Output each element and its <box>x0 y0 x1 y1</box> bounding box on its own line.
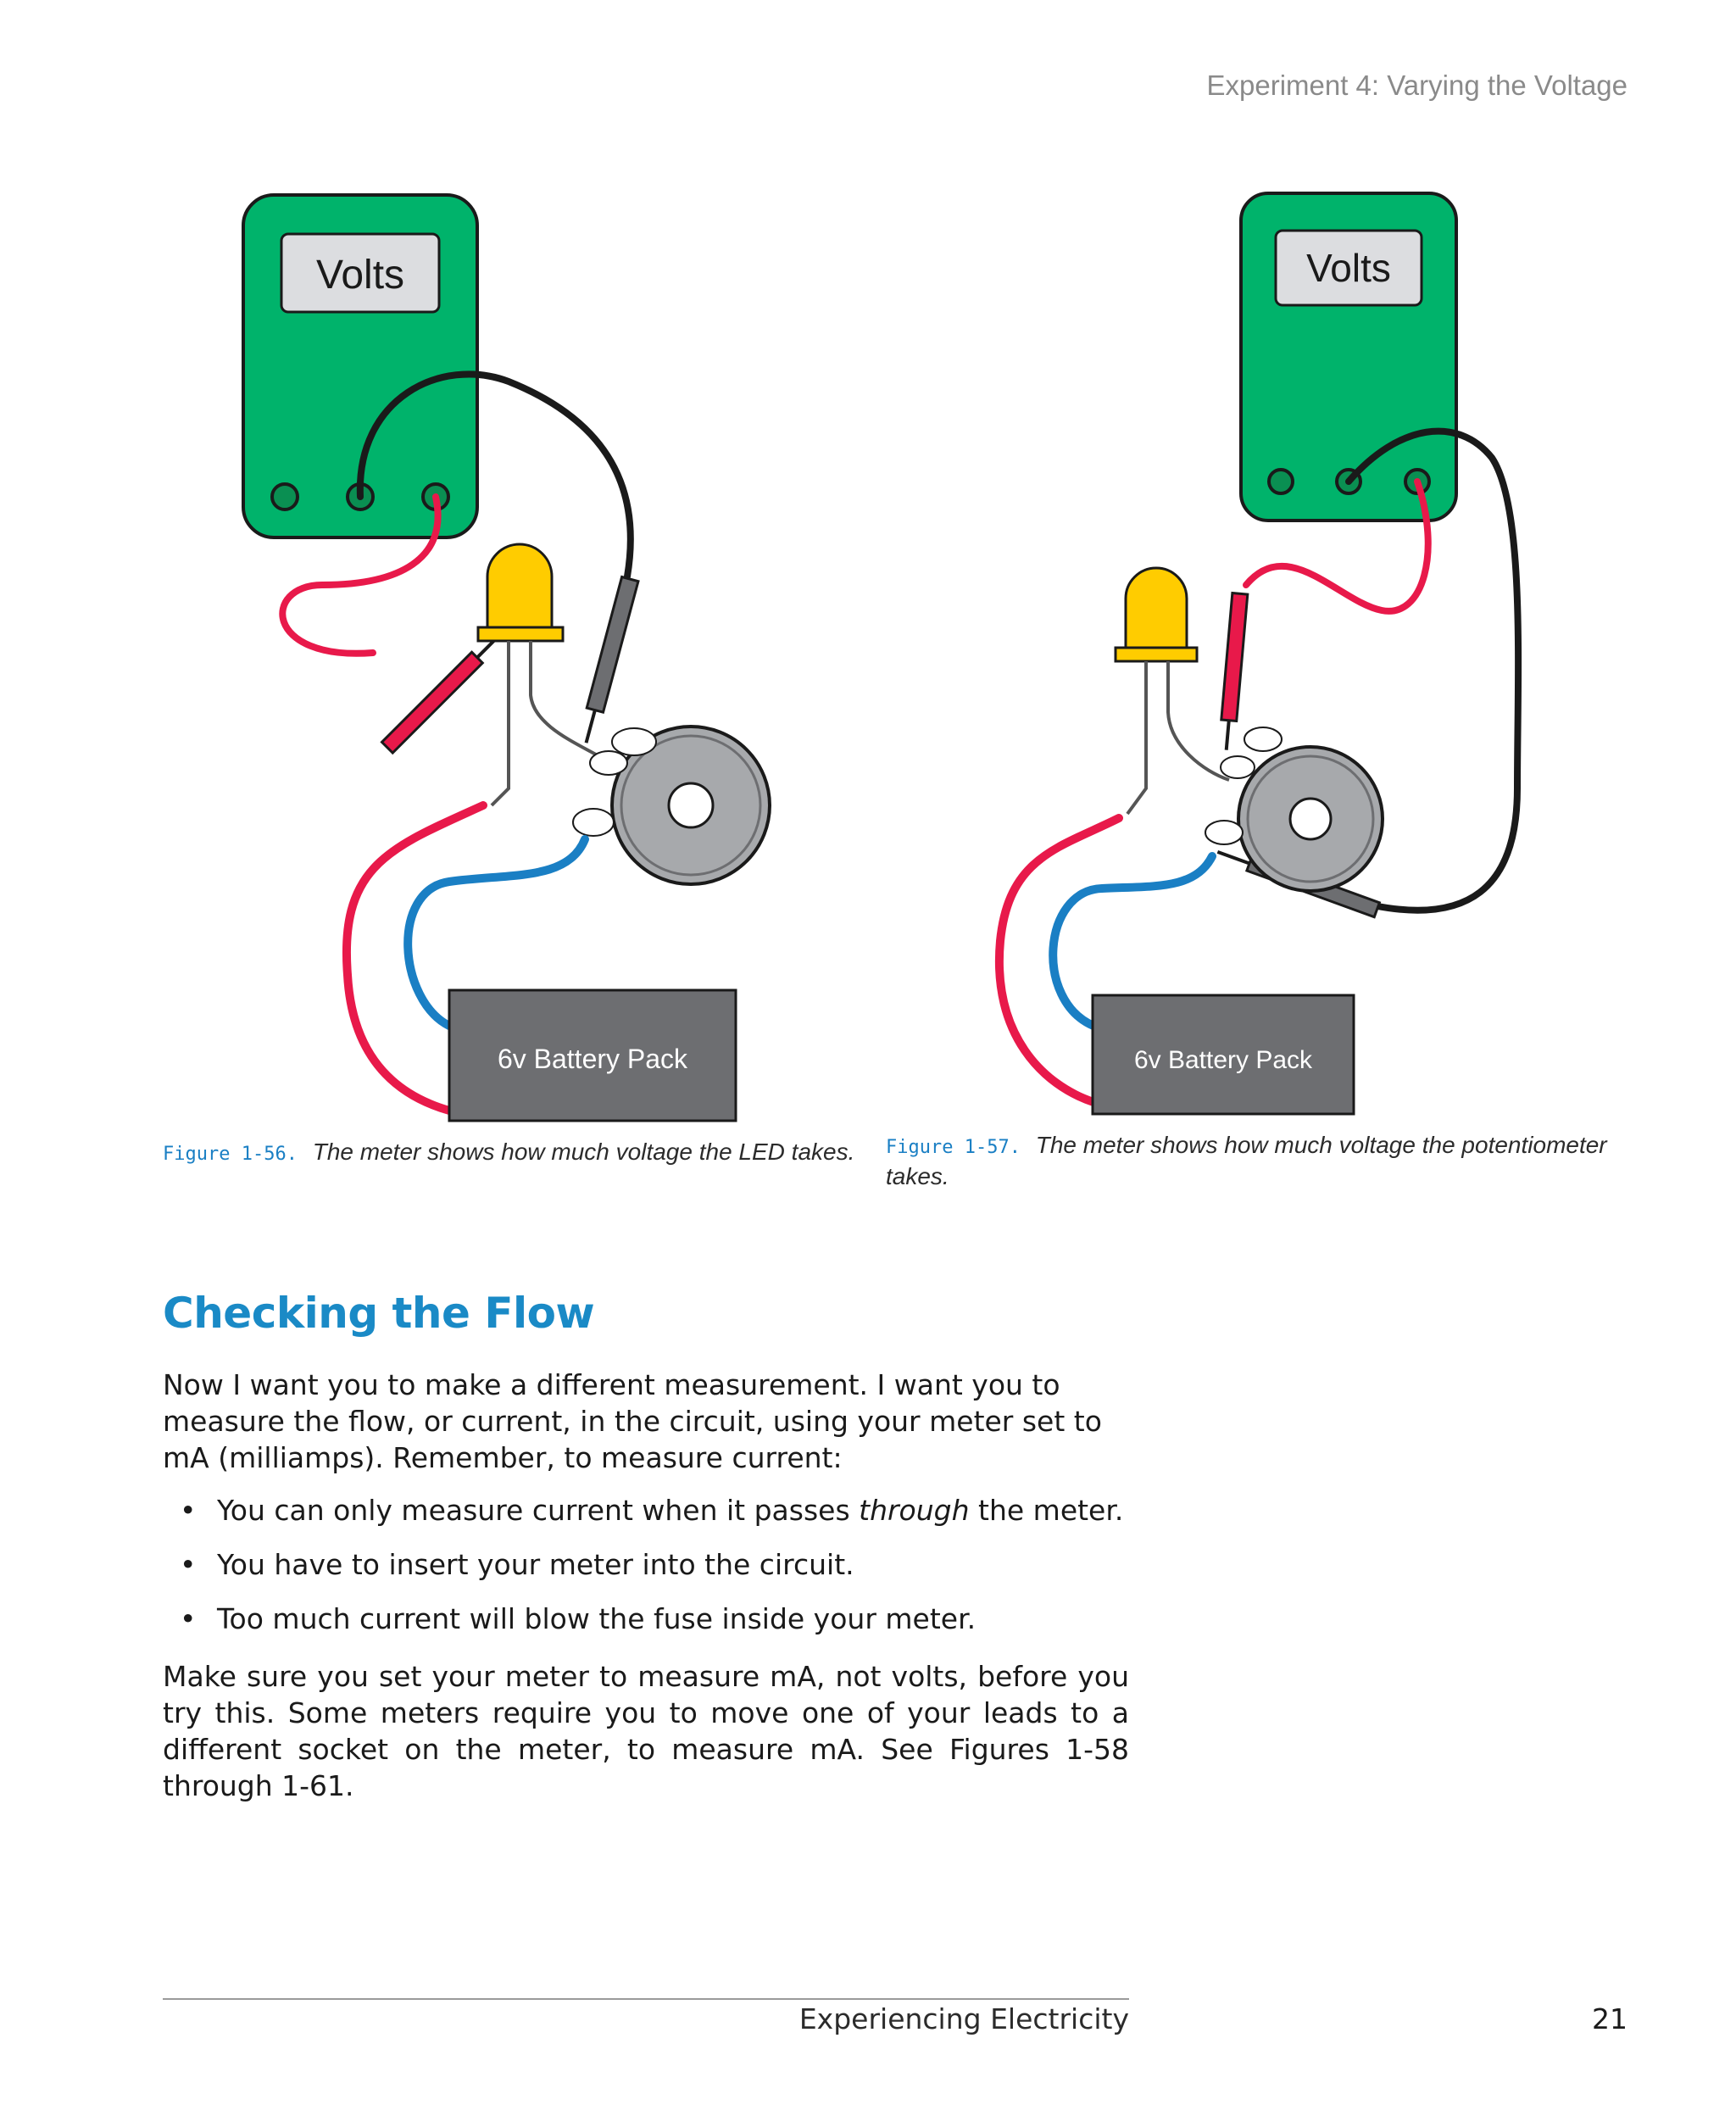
potentiometer-1 <box>572 725 771 886</box>
page-number: 21 <box>1592 2002 1628 2035</box>
bullet-emphasis: through <box>859 1494 970 1527</box>
meter-1-display-label: Volts <box>316 253 404 298</box>
figure-1-56-caption: Figure 1-56. The meter shows how much vo… <box>163 1138 858 1169</box>
multimeter-2: Volts <box>1239 192 1458 522</box>
battery-pack-2: 6v Battery Pack <box>1091 994 1355 1116</box>
closing-paragraph: Make sure you set your meter to measure … <box>163 1660 1129 1802</box>
figure-1-56-illustration: Volts <box>242 192 1522 1122</box>
figure-1-57-text: The meter shows how much voltage the pot… <box>886 1132 1607 1189</box>
red-lead-2 <box>1243 478 1432 615</box>
bullet-item: • Too much current will blow the fuse in… <box>163 1601 1129 1637</box>
bullet-item: • You can only measure current when it p… <box>163 1492 1129 1529</box>
section-heading: Checking the Flow <box>163 1289 595 1338</box>
black-lead-2 <box>1345 427 1522 914</box>
bullet-text-after: the meter. <box>969 1494 1124 1527</box>
bullet-glyph: • <box>180 1548 197 1581</box>
footer-book-title: Experiencing Electricity <box>798 2002 1129 2035</box>
bullet-text: Too much current will blow the fuse insi… <box>217 1602 976 1635</box>
meter-2-display-label: Volts <box>1306 246 1391 290</box>
led-1 <box>476 543 612 807</box>
battery-2-label: 6v Battery Pack <box>1134 1046 1313 1074</box>
black-probe-1 <box>584 575 640 743</box>
potentiometer-2 <box>1205 727 1384 893</box>
intro-paragraph: Now I want you to make a different measu… <box>163 1368 1102 1474</box>
figure-1-56-text: The meter shows how much voltage the LED… <box>312 1139 855 1165</box>
led-2 <box>1114 566 1230 816</box>
blue-wire-1 <box>403 835 589 1030</box>
bullet-glyph: • <box>180 1602 197 1635</box>
battery-1-label: 6v Battery Pack <box>498 1044 688 1074</box>
running-header: Experiment 4: Varying the Voltage <box>1206 70 1628 101</box>
battery-pack-1: 6v Battery Pack <box>448 988 737 1122</box>
bullet-glyph: • <box>180 1494 197 1527</box>
bullet-text: You have to insert your meter into the c… <box>217 1548 854 1581</box>
red-wire-1 <box>342 801 487 1115</box>
bullet-text-before: You can only measure current when it pas… <box>217 1494 860 1527</box>
red-probe-1 <box>380 632 503 755</box>
bullet-item: • You have to insert your meter into the… <box>163 1546 1129 1583</box>
black-lead-1 <box>356 370 634 580</box>
footer-divider <box>163 1998 1129 2000</box>
red-probe-2 <box>1220 591 1249 750</box>
figure-1-56-label: Figure 1-56. <box>163 1144 298 1165</box>
bullet-list: • You can only measure current when it p… <box>163 1492 1129 1655</box>
figures-area: Volts <box>163 192 1615 1191</box>
figure-1-57-caption: Figure 1-57. The meter shows how much vo… <box>886 1131 1615 1191</box>
figure-1-57-label: Figure 1-57. <box>886 1137 1021 1158</box>
red-wire-2 <box>994 814 1123 1106</box>
multimeter-1: Volts <box>242 193 479 539</box>
blue-wire-2 <box>1049 852 1216 1030</box>
red-lead-1 <box>279 493 442 657</box>
